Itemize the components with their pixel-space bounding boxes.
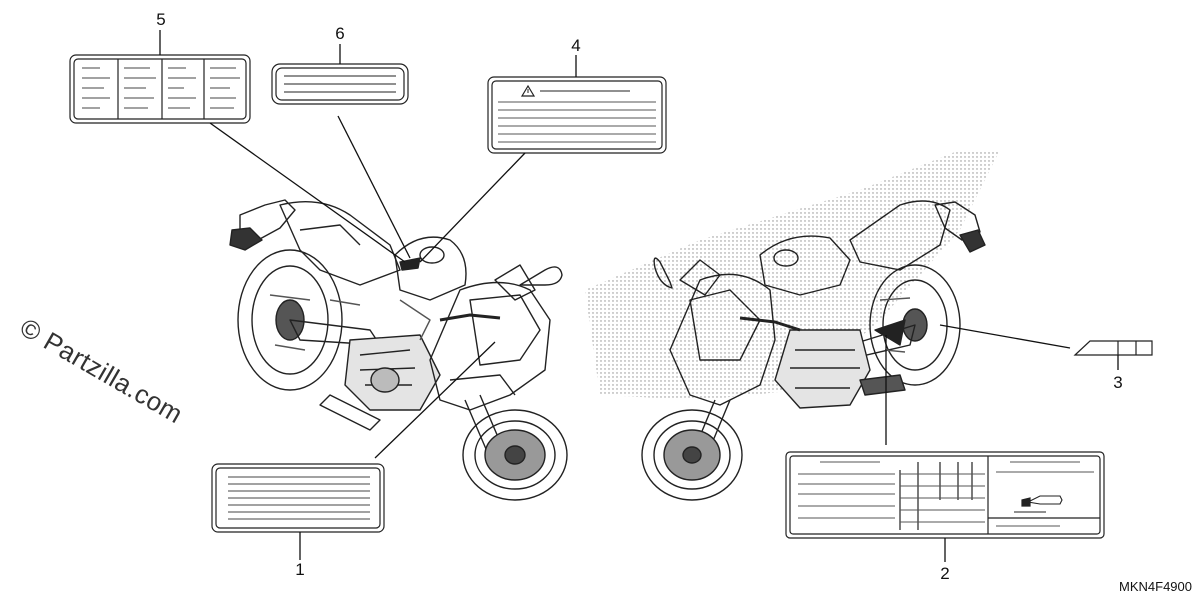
tire-valve-icon [1014, 495, 1063, 513]
leader-line-1-to-bike [374, 341, 496, 459]
callout-3: 3 [1113, 373, 1123, 392]
motorcycle-right-view [641, 200, 986, 501]
label-6-graphic [271, 63, 409, 105]
stipple-shading [585, 150, 1000, 400]
label-3-graphic [1073, 340, 1153, 356]
leader-lines [159, 30, 1119, 562]
motorcycle-left-view [229, 199, 568, 501]
leader-line-5-to-bike [209, 122, 406, 263]
callout-6: 6 [335, 24, 345, 43]
leader-line-6-to-bike [337, 115, 411, 259]
label-5-graphic [69, 54, 251, 124]
callout-4: 4 [571, 36, 581, 55]
label-4-graphic [487, 76, 667, 154]
leader-line-4-to-bike [419, 152, 526, 263]
callout-1: 1 [295, 560, 305, 579]
callout-5: 5 [156, 10, 166, 29]
warning-triangle-icon [520, 84, 536, 97]
label-2-graphic [785, 451, 1105, 539]
label-1-graphic [211, 463, 385, 533]
leader-line-3-to-bike [939, 324, 1071, 349]
diagram-code: MKN4F4900 [1119, 579, 1192, 594]
callout-2: 2 [940, 564, 950, 583]
